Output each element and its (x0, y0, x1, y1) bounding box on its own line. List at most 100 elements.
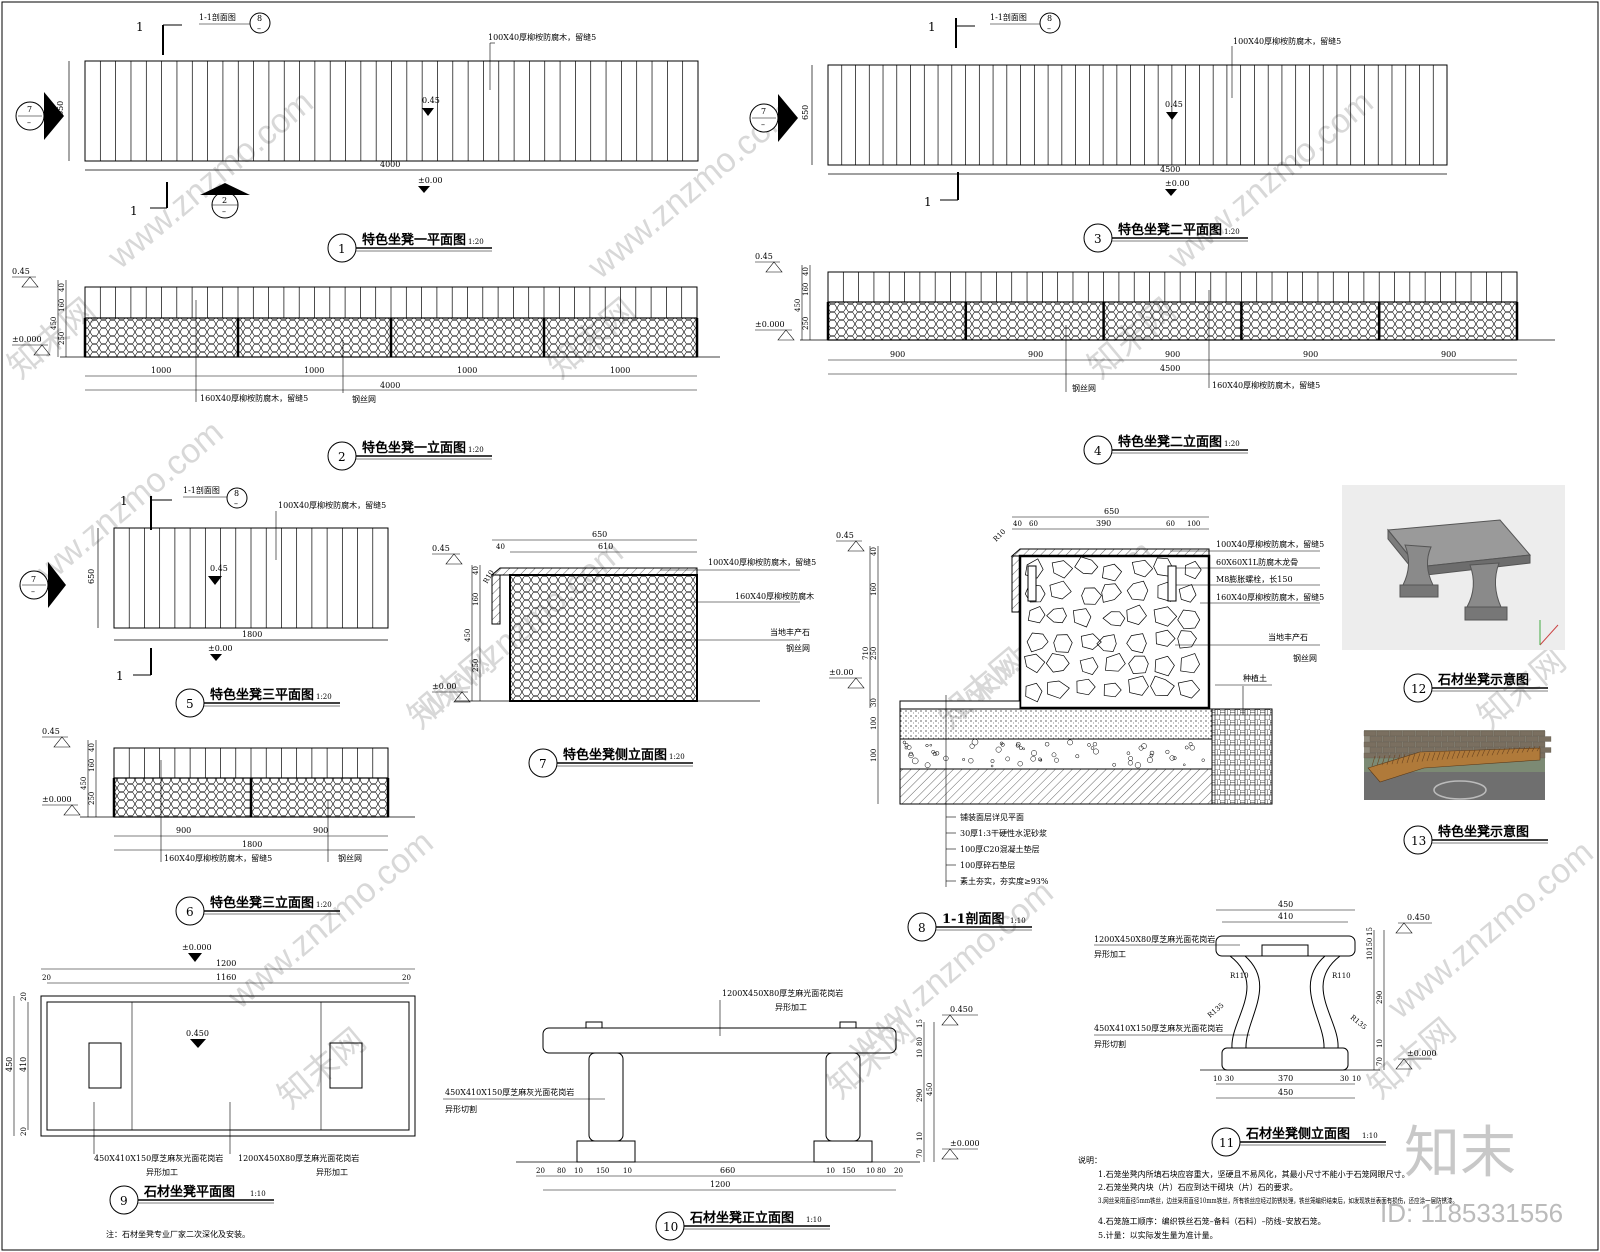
svg-text:铺装面层详见平面: 铺装面层详见平面 (960, 812, 1024, 822)
gravel (1128, 756, 1134, 761)
brick (1382, 747, 1396, 753)
svg-text:0.45: 0.45 (210, 564, 228, 573)
svg-text:40: 40 (496, 543, 505, 551)
stone (1049, 580, 1072, 600)
bench-slat (1381, 755, 1386, 766)
gravel (1000, 742, 1005, 747)
svg-text:160: 160 (802, 283, 810, 296)
brick (1447, 736, 1461, 742)
gravel (1005, 756, 1011, 762)
gravel (1017, 761, 1023, 767)
svg-text:1:10: 1:10 (806, 1216, 822, 1224)
note-line: 5.计量：以实际发生量为准计量。 (1098, 1230, 1218, 1240)
bench-slat (1476, 749, 1481, 757)
bench-slat (1461, 750, 1466, 759)
svg-text:1800: 1800 (242, 840, 262, 849)
svg-text:异形加工: 异形加工 (146, 1167, 178, 1177)
brick (1532, 730, 1546, 737)
svg-text:0.45: 0.45 (12, 267, 30, 276)
svg-text:种植土: 种植土 (1243, 673, 1267, 683)
svg-text:390: 390 (1096, 519, 1111, 528)
svg-text:1-1剖面图: 1-1剖面图 (199, 12, 236, 22)
bench-slat (1491, 748, 1496, 756)
svg-text:40: 40 (88, 743, 96, 752)
svg-text:±0.000: ±0.000 (12, 335, 42, 344)
watermark-brand: 知末网 (1471, 641, 1574, 736)
svg-text:异形加工: 异形加工 (775, 1002, 807, 1012)
svg-text:1:10: 1:10 (1010, 917, 1026, 925)
svg-text:5: 5 (186, 697, 194, 711)
brick (1519, 730, 1533, 737)
svg-text:石材坐凳侧立面图: 石材坐凳侧立面图 (1245, 1126, 1350, 1142)
svg-text:–: – (761, 120, 765, 129)
brick (1454, 741, 1468, 748)
svg-text:100厚碎石垫层: 100厚碎石垫层 (960, 860, 1015, 870)
svg-text:10: 10 (866, 1167, 875, 1175)
svg-text:160X40厚柳桉防腐木，留缝5: 160X40厚柳桉防腐木，留缝5 (200, 393, 308, 403)
bench-slat (1446, 751, 1451, 760)
svg-text:1200: 1200 (710, 1180, 730, 1189)
brick (1480, 730, 1494, 737)
title-12: 12 石材坐凳示意图 (1403, 672, 1548, 703)
view-7-side-elevation: 650 610 40 R10 450 40 160 250 0.45 ±0.00… (432, 530, 816, 703)
stone (1126, 580, 1149, 601)
gravel (962, 758, 966, 761)
svg-text:450X410X150厚芝麻灰光面花岗岩: 450X410X150厚芝麻灰光面花岗岩 (94, 1153, 223, 1163)
bench-slat (1426, 752, 1431, 762)
gravel (911, 757, 919, 765)
svg-text:–: – (1047, 24, 1051, 33)
gravel (1172, 756, 1177, 761)
bench-slat (1531, 746, 1536, 752)
svg-text:石材坐凳平面图: 石材坐凳平面图 (143, 1184, 235, 1200)
svg-text:60X60X1L防腐木龙骨: 60X60X1L防腐木龙骨 (1216, 557, 1298, 567)
gravel (1126, 751, 1131, 755)
svg-text:1: 1 (116, 669, 124, 683)
svg-text:10: 10 (623, 1167, 632, 1175)
mesh-dividers (83, 318, 699, 357)
svg-text:特色坐凳一立面图: 特色坐凳一立面图 (362, 440, 466, 456)
svg-text:钢丝网: 钢丝网 (1072, 383, 1096, 393)
svg-text:1000: 1000 (151, 366, 171, 375)
brick (1421, 736, 1435, 742)
stone (1096, 634, 1117, 652)
gravel (1044, 741, 1050, 747)
svg-text:7: 7 (761, 107, 766, 116)
svg-text:1: 1 (924, 195, 932, 209)
svg-text:特色坐凳二立面图: 特色坐凳二立面图 (1118, 434, 1222, 450)
brick (1395, 736, 1409, 742)
svg-text:30: 30 (1225, 1075, 1234, 1083)
brick (1454, 730, 1468, 737)
brick (1389, 730, 1403, 737)
svg-text:注：石材坐凳专业厂家二次深化及安装。: 注：石材坐凳专业厂家二次深化及安装。 (106, 1229, 250, 1239)
svg-text:40: 40 (1013, 520, 1022, 528)
brick (1408, 747, 1422, 753)
svg-text:±0.000: ±0.000 (42, 795, 72, 804)
gravel (969, 743, 975, 749)
stone (1081, 587, 1102, 605)
svg-text:6: 6 (186, 905, 194, 919)
view-9-stone-plan: 1200 1160 20 20 450 410 20 20 ±0.000 0.4… (5, 943, 416, 1239)
svg-text:1-1剖面图: 1-1剖面图 (942, 911, 1005, 927)
svg-text:1200X450X80厚芝麻光面花岗岩: 1200X450X80厚芝麻光面花岗岩 (722, 988, 843, 998)
svg-text:650: 650 (801, 105, 810, 120)
gravel (1112, 762, 1117, 767)
svg-text:20: 20 (894, 1167, 903, 1175)
bench-slat (1536, 745, 1541, 752)
gravel (1183, 763, 1186, 767)
note-line: 3.网丝采用直径5mm铁丝，边丝采用直径10mm铁丝，所有铁丝应经过防锈处理，铁… (1098, 1196, 1458, 1205)
brick (1519, 741, 1533, 748)
brick (1467, 730, 1481, 737)
gravel (1149, 753, 1154, 758)
watermark-brand: 知末网 (271, 1021, 374, 1116)
svg-text:1200X450X80厚芝麻光面花岗岩: 1200X450X80厚芝麻光面花岗岩 (238, 1153, 359, 1163)
stone (1180, 653, 1200, 674)
svg-text:1200: 1200 (216, 959, 236, 968)
svg-text:160X40厚柳桉防腐木，留缝5: 160X40厚柳桉防腐木，留缝5 (1212, 380, 1320, 390)
gravel (908, 752, 914, 759)
svg-text:450X410X150厚芝麻灰光面花岗岩: 450X410X150厚芝麻灰光面花岗岩 (445, 1087, 574, 1097)
bench-slat (1506, 747, 1511, 754)
